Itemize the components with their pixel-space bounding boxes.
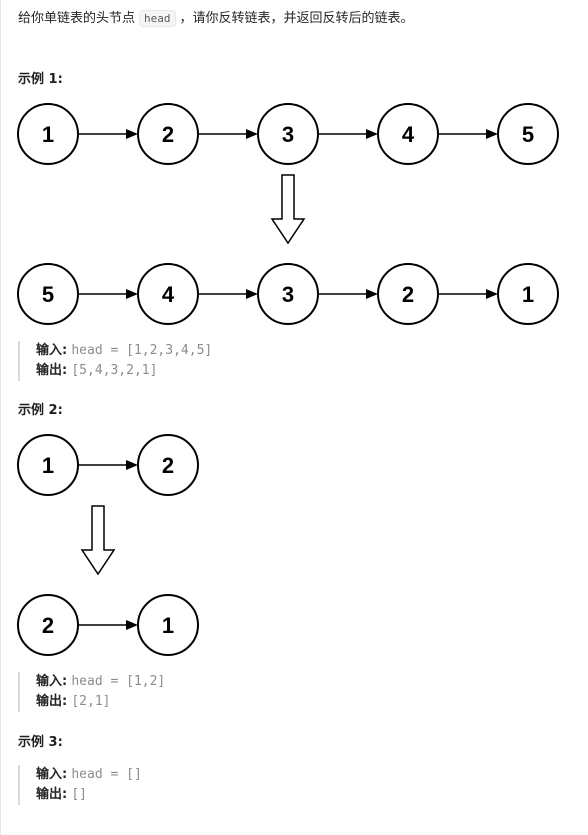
example-1-output-node-label-3: 2 [402,282,414,307]
example-1-input-node-4 [497,103,559,165]
example-1-output-value: [5,4,3,2,1] [71,363,158,378]
description-text-before: 给你单链表的头节点 [18,11,136,26]
example-1-output-edge-arrowhead-2 [366,289,378,299]
example-3-input-value: head = [] [71,767,142,782]
example-1-input-edge-arrowhead-0 [126,129,138,139]
example-1-input-edge-arrowhead-1 [246,129,258,139]
example-2-input-value: head = [1,2] [71,674,166,689]
example-2-output-node-label-1: 1 [162,613,174,638]
example-1-output-node-label-2: 3 [282,282,294,307]
example-2-output-node-label-0: 2 [42,613,54,638]
example-1-output-node-label-4: 1 [522,282,534,307]
example-1-output-edge-arrowhead-0 [126,289,138,299]
example-2-input-node-1 [137,434,199,496]
example-1-input-edge-arrowhead-3 [486,129,498,139]
example-2-title: 示例 2: [18,403,63,418]
example-1-reverse-arrow [270,174,306,245]
example-3-output-value: [] [71,787,87,802]
example-1-input-node-2 [257,103,319,165]
example-1-input-node-label-3: 4 [402,122,415,147]
description-text-after: ，请你反转链表，并返回反转后的链表。 [179,11,414,26]
example-1-input-node-label-4: 5 [522,122,534,147]
example-2-input-edge-arrowhead-0 [126,460,138,470]
example-2-output-node-0 [17,594,79,656]
example-2-input-label: 输入: [36,674,68,689]
example-1-input-node-1 [137,103,199,165]
example-1-output-node-label-1: 4 [162,282,175,307]
example-3-output-label: 输出: [36,787,68,802]
example-1-input-node-label-2: 3 [282,122,294,147]
example-1-input-node-3 [377,103,439,165]
example-1-output-label: 输出: [36,363,68,378]
example-1-input-value: head = [1,2,3,4,5] [71,343,213,358]
left-border [0,0,1,835]
example-2-input-node-0 [17,434,79,496]
example-1-diagram: 1 2 3 4 5 5 4 3 2 1 [17,103,559,325]
example-2-input-node-label-0: 1 [42,453,54,478]
example-1-input-node-label-0: 1 [42,122,54,147]
example-2-input-node-label-1: 2 [162,453,174,478]
example-1-input-node-label-1: 2 [162,122,174,147]
example-1-output-node-4 [497,263,559,325]
example-1-input-edge-arrowhead-2 [366,129,378,139]
example-1-output-node-2 [257,263,319,325]
example-1-output-edge-arrowhead-1 [246,289,258,299]
example-2-diagram: 1 2 2 1 [17,434,199,656]
example-2-reverse-arrow [80,505,116,576]
example-1-output-node-3 [377,263,439,325]
example-1-output-node-0 [17,263,79,325]
example-2-output-label: 输出: [36,694,68,709]
example-2-output-value: [2,1] [71,694,111,709]
example-3-input-label: 输入: [36,767,68,782]
example-1-title: 示例 1: [18,72,63,87]
example-1-input-label: 输入: [36,343,68,358]
example-1-output-node-label-0: 5 [42,282,54,307]
example-1-output-node-1 [137,263,199,325]
example-1-input-node-0 [17,103,79,165]
example-2-output-edge-arrowhead-0 [126,620,138,630]
example-2-output-node-1 [137,594,199,656]
example-1-io: 输入: head = [1,2,3,4,5] 输出: [5,4,3,2,1] [18,341,212,381]
head-code-inline: head [139,10,176,27]
example-3-title: 示例 3: [18,735,63,750]
example-2-io: 输入: head = [1,2] 输出: [2,1] [18,672,165,712]
example-3-io: 输入: head = [] 输出: [] [18,765,142,805]
example-1-output-edge-arrowhead-3 [486,289,498,299]
